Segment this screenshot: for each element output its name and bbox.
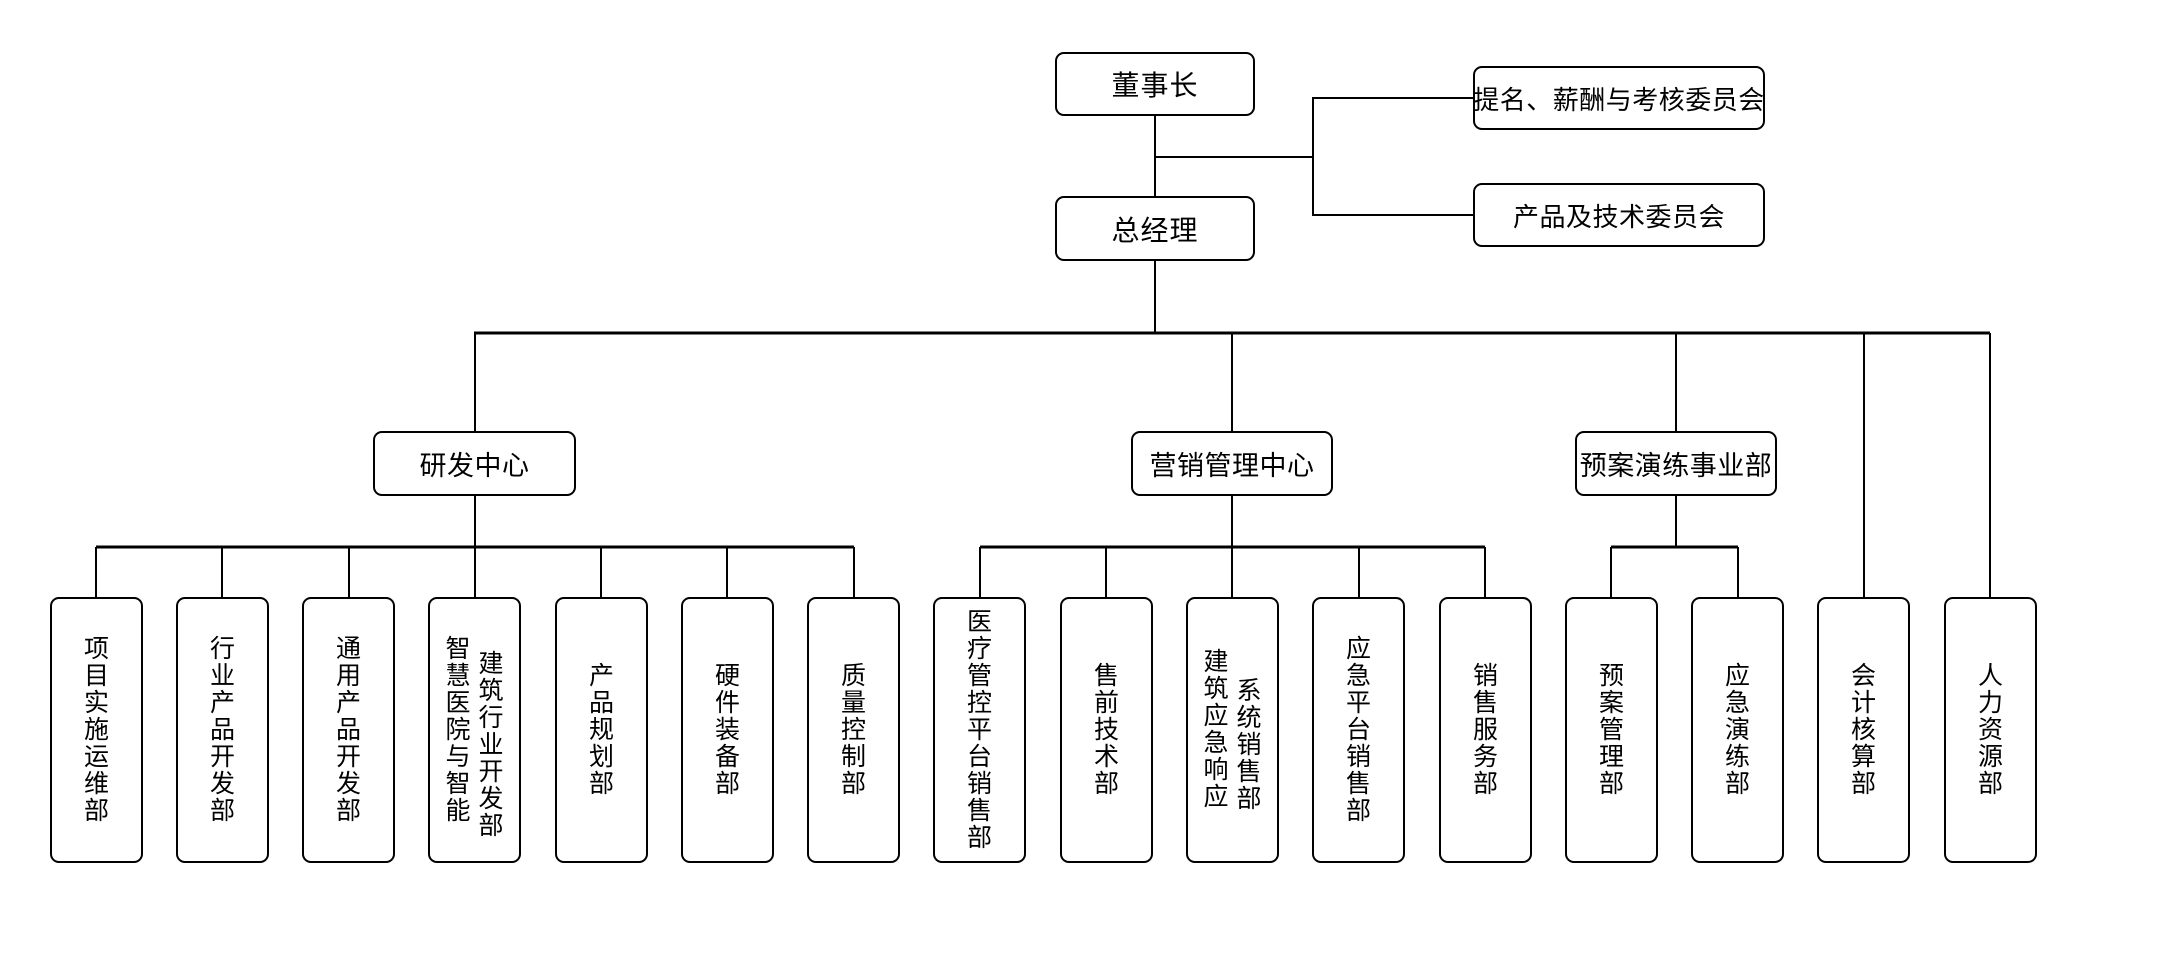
node-dept-sales-service: 销售服务部 <box>1439 597 1532 863</box>
dept-label: 质量控制部 <box>840 661 867 798</box>
dept-label-line: 应急平台销售部 <box>1345 634 1371 825</box>
dept-label-line: 硬件装备部 <box>714 661 740 798</box>
dept-label: 预案管理部 <box>1598 661 1625 798</box>
dept-label: 产品规划部 <box>588 661 615 798</box>
dept-label: 硬件装备部 <box>714 661 741 798</box>
dept-label-line: 人力资源部 <box>1977 661 2003 798</box>
dept-label-line: 智慧医院与智能 <box>445 634 471 825</box>
dept-label-line: 销售服务部 <box>1472 661 1498 798</box>
node-dept-human-resources: 人力资源部 <box>1944 597 2037 863</box>
node-general-manager: 总经理 <box>1055 196 1255 261</box>
node-dept-presales-tech: 售前技术部 <box>1060 597 1153 863</box>
dept-label-line: 应急演练部 <box>1724 661 1750 798</box>
dept-label: 通用产品开发部 <box>335 634 362 825</box>
dept-label: 项目实施运维部 <box>83 634 110 825</box>
dept-label-line: 会计核算部 <box>1850 661 1876 798</box>
node-dept-accounting: 会计核算部 <box>1817 597 1910 863</box>
plan-drill-division-label: 预案演练事业部 <box>1579 451 1773 481</box>
dept-label-line: 建筑行业开发部 <box>478 649 504 840</box>
dept-label: 人力资源部 <box>1977 661 2004 798</box>
node-marketing-management-center: 营销管理中心 <box>1131 431 1333 496</box>
node-dept-smart-hospital-intelligent-building-dev: 智慧医院与智能 建筑行业开发部 <box>428 597 521 863</box>
node-dept-project-implementation-ops: 项目实施运维部 <box>50 597 143 863</box>
dept-label: 医疗管控平台销售部 <box>966 607 993 852</box>
dept-label-line: 医疗管控平台销售部 <box>966 607 992 852</box>
committee-nomination-label: 提名、薪酬与考核委员会 <box>1473 84 1765 115</box>
node-chairman: 董事长 <box>1055 52 1255 116</box>
dept-label-line: 项目实施运维部 <box>83 634 109 825</box>
dept-label: 应急平台销售部 <box>1345 634 1372 825</box>
general-manager-label: 总经理 <box>1111 214 1199 246</box>
dept-label-line: 预案管理部 <box>1598 661 1624 798</box>
node-rd-center: 研发中心 <box>373 431 576 496</box>
dept-label-line: 通用产品开发部 <box>335 634 361 825</box>
node-dept-industry-product-dev: 行业产品开发部 <box>176 597 269 863</box>
node-committee-nomination-compensation-assessment: 提名、薪酬与考核委员会 <box>1473 66 1765 130</box>
marketing-center-label: 营销管理中心 <box>1149 451 1315 481</box>
dept-label: 行业产品开发部 <box>209 634 236 825</box>
node-dept-product-planning: 产品规划部 <box>555 597 648 863</box>
node-dept-building-emergency-response-system-sales: 建筑应急响应 系统销售部 <box>1186 597 1279 863</box>
node-dept-general-product-dev: 通用产品开发部 <box>302 597 395 863</box>
node-dept-quality-control: 质量控制部 <box>807 597 900 863</box>
node-dept-hardware-equipment: 硬件装备部 <box>681 597 774 863</box>
dept-label-line: 行业产品开发部 <box>209 634 235 825</box>
node-dept-medical-platform-sales: 医疗管控平台销售部 <box>933 597 1026 863</box>
dept-label: 建筑应急响应 系统销售部 <box>1203 648 1263 813</box>
committee-product-tech-label: 产品及技术委员会 <box>1512 201 1725 232</box>
dept-label-line: 产品规划部 <box>588 661 614 798</box>
node-dept-emergency-platform-sales: 应急平台销售部 <box>1312 597 1405 863</box>
dept-label: 智慧医院与智能 建筑行业开发部 <box>445 634 505 839</box>
dept-label-line: 系统销售部 <box>1236 676 1262 813</box>
dept-label-line: 质量控制部 <box>840 661 866 798</box>
node-dept-plan-management: 预案管理部 <box>1565 597 1658 863</box>
chairman-label: 董事长 <box>1111 70 1199 101</box>
dept-label: 售前技术部 <box>1093 661 1120 798</box>
dept-label: 销售服务部 <box>1472 661 1499 798</box>
dept-label: 应急演练部 <box>1724 661 1751 798</box>
node-committee-product-technology: 产品及技术委员会 <box>1473 183 1765 247</box>
dept-label-line: 建筑应急响应 <box>1203 648 1229 811</box>
node-dept-emergency-drill: 应急演练部 <box>1691 597 1784 863</box>
dept-label-line: 售前技术部 <box>1093 661 1119 798</box>
rd-center-label: 研发中心 <box>419 451 530 481</box>
node-plan-drill-division: 预案演练事业部 <box>1575 431 1777 496</box>
dept-label: 会计核算部 <box>1850 661 1877 798</box>
